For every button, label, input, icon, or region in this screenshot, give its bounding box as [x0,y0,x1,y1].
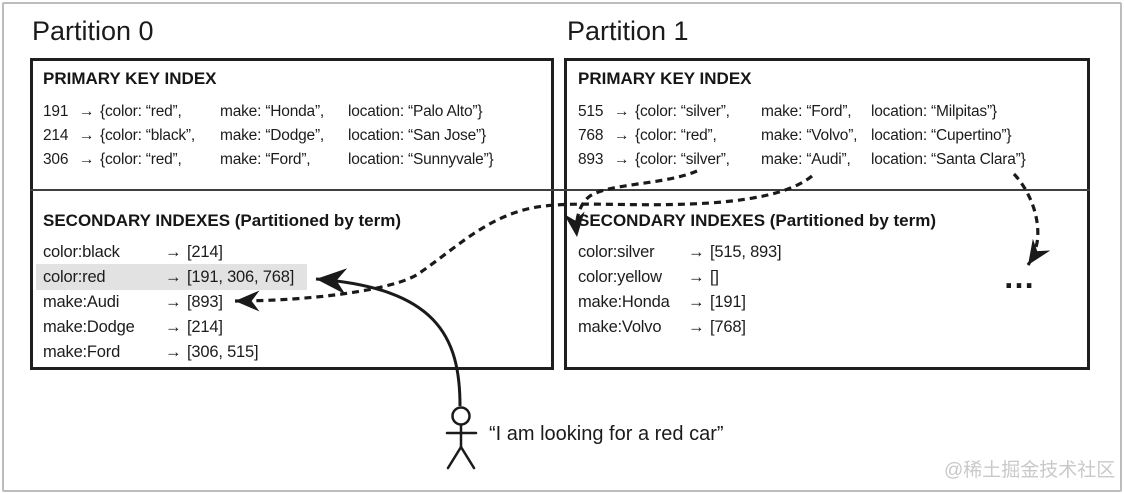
secondary-index-header-p1: SECONDARY INDEXES (Partitioned by term) [578,211,937,230]
row-make: make: “Audi”, [761,151,851,168]
arrow-glyph: → [165,342,182,361]
secondary-row: make:Dodge → [214] [36,314,223,340]
arrow-glyph: → [165,242,182,261]
term-label: make:Dodge [43,317,135,336]
partition-0-title: Partition 0 [32,16,154,46]
secondary-row: color:silver → [515, 893] [571,239,782,265]
arrow-glyph: → [79,127,95,144]
secondary-row-highlighted: color:red → [191, 306, 768] [36,264,307,290]
row-key: 768 [578,127,604,144]
term-label: make:Audi [43,292,120,311]
term-label: make:Honda [578,292,670,311]
arrow-glyph: → [165,317,182,336]
arrow-glyph: → [79,103,95,120]
row-location: location: “Palo Alto”} [348,103,483,120]
primary-index-header-p1: PRIMARY KEY INDEX [578,69,752,88]
secondary-index-header-p0: SECONDARY INDEXES (Partitioned by term) [43,211,402,230]
primary-row: 214 → {color: “black”, make: “Dodge”, lo… [43,125,486,147]
row-make: make: “Volvo”, [761,127,858,144]
primary-row: 768 → {color: “red”, make: “Volvo”, loca… [578,125,1012,147]
arrow-glyph: → [688,267,705,286]
row-color: {color: “silver”, [635,151,730,168]
posting-list: [] [710,267,719,286]
primary-index-header-p0: PRIMARY KEY INDEX [43,69,217,88]
posting-list: [768] [710,317,746,336]
row-location: location: “Milpitas”} [871,103,997,120]
posting-list: [893] [187,292,223,311]
posting-list: [306, 515] [187,342,259,361]
row-key: 893 [578,151,604,168]
term-label: make:Ford [43,342,121,361]
term-label: color:yellow [578,267,662,286]
row-location: location: “Cupertino”} [871,127,1012,144]
secondary-row: make:Honda → [191] [571,289,746,315]
secondary-row: make:Ford → [306, 515] [36,339,259,365]
posting-list: [191, 306, 768] [187,267,295,286]
arrow-glyph: → [688,292,705,311]
term-label: color:red [43,267,106,286]
arrow-glyph: → [614,103,630,120]
row-make: make: “Ford”, [761,103,852,120]
row-color: {color: “red”, [100,151,182,168]
term-label: make:Volvo [578,317,662,336]
row-make: make: “Dodge”, [220,127,325,144]
section-divider [30,189,1090,191]
row-color: {color: “black”, [100,127,195,144]
secondary-row: color:black → [214] [36,239,223,265]
row-key: 214 [43,127,69,144]
row-make: make: “Honda”, [220,103,325,120]
primary-row: 191 → {color: “red”, make: “Honda”, loca… [43,101,483,123]
primary-row: 515 → {color: “silver”, make: “Ford”, lo… [578,101,997,123]
posting-list: [214] [187,242,223,261]
row-color: {color: “silver”, [635,103,730,120]
arrow-glyph: → [614,127,630,144]
row-location: location: “San Jose”} [348,127,486,144]
posting-list: [515, 893] [710,242,782,261]
query-quote: “I am looking for a red car” [489,423,724,445]
term-label: color:black [43,242,120,261]
watermark: @稀土掘金技术社区 [944,460,1116,481]
secondary-row: make:Volvo → [768] [571,314,746,340]
partition-1-title: Partition 1 [567,16,689,46]
more-partitions-ellipsis: … [1003,259,1036,295]
row-key: 191 [43,103,69,120]
row-location: location: “Sunnyvale”} [348,151,494,168]
secondary-row: make:Audi → [893] [36,289,223,315]
primary-row: 893 → {color: “silver”, make: “Audi”, lo… [578,149,1026,171]
posting-list: [191] [710,292,746,311]
row-location: location: “Santa Clara”} [871,151,1026,168]
row-color: {color: “red”, [100,103,182,120]
arrow-glyph: → [614,151,630,168]
row-key: 306 [43,151,69,168]
term-label: color:silver [578,242,655,261]
arrow-glyph: → [79,151,95,168]
primary-row: 306 → {color: “red”, make: “Ford”, locat… [43,149,494,171]
row-make: make: “Ford”, [220,151,311,168]
secondary-row: color:yellow → [] [571,264,719,290]
arrow-glyph: → [688,317,705,336]
posting-list: [214] [187,317,223,336]
arrow-glyph: → [165,267,182,286]
arrow-glyph: → [165,292,182,311]
row-color: {color: “red”, [635,127,717,144]
row-key: 515 [578,103,604,120]
arrow-glyph: → [688,242,705,261]
